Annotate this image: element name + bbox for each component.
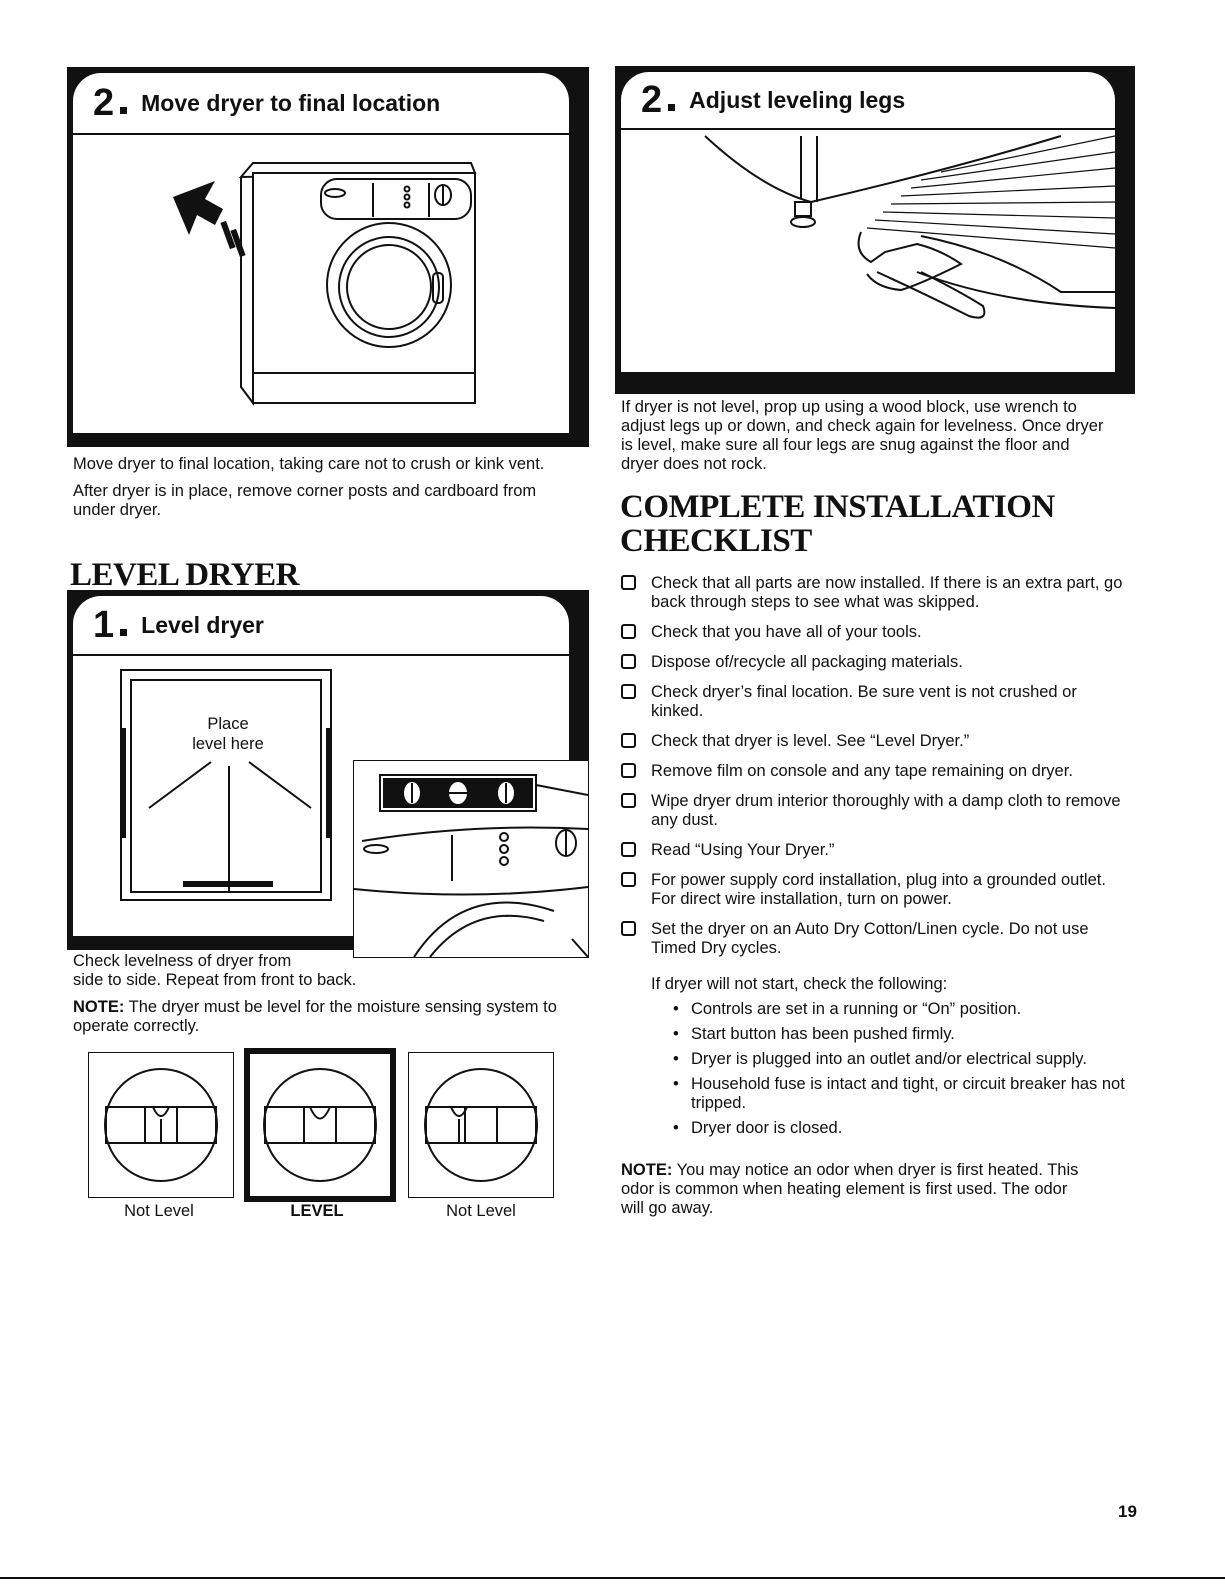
level-dryer-step-header: 1 Level dryer [73, 596, 569, 656]
checkbox-icon[interactable] [621, 793, 636, 808]
checklist-item: Dispose of/recycle all packaging materia… [621, 653, 1131, 672]
bubble-vial-icon [424, 1068, 538, 1182]
checklist-heading-line-1: COMPLETE INSTALLATION [620, 489, 1055, 525]
note-label: NOTE: [73, 998, 125, 1016]
level-on-console-inset [353, 760, 589, 958]
checkbox-icon[interactable] [621, 684, 636, 699]
checklist-item: For power supply cord installation, plug… [621, 871, 1131, 909]
checklist-item-text: Check that dryer is level. See “Level Dr… [651, 732, 970, 750]
checklist-heading-line-2: CHECKLIST [620, 523, 812, 559]
step-dot [668, 103, 676, 111]
step-title: Move dryer to final location [141, 89, 441, 116]
not-start-item: Household fuse is intact and tight, or c… [673, 1075, 1153, 1113]
checkbox-icon[interactable] [621, 842, 636, 857]
bubble-label-not-level-left: Not Level [124, 1202, 194, 1220]
level-dryer-heading: LEVEL DRYER [70, 557, 299, 593]
adjust-legs-step-header: 2 Adjust leveling legs [621, 72, 1115, 130]
page-number: 19 [1118, 1502, 1137, 1521]
step-title: Level dryer [141, 611, 264, 638]
checklist-item-text: Check that all parts are now installed. … [651, 574, 1123, 611]
bubble-vial-icon [104, 1068, 218, 1182]
step-title: Adjust leveling legs [689, 86, 906, 113]
adjust-legs-text: If dryer is not level, prop up using a w… [621, 398, 1104, 473]
note-text: The dryer must be level for the moisture… [73, 998, 557, 1035]
checklist-item-text: Wipe dryer drum interior thoroughly with… [651, 792, 1121, 829]
checklist-item-text: For power supply cord installation, plug… [651, 871, 1106, 908]
checklist-item-text: Check dryer’s final location. Be sure ve… [651, 683, 1077, 720]
checkbox-icon[interactable] [621, 921, 636, 936]
checklist-item-text: Remove film on console and any tape rema… [651, 762, 1073, 780]
checkbox-icon[interactable] [621, 654, 636, 669]
note-text: You may notice an odor when dryer is fir… [621, 1161, 1079, 1217]
level-note: NOTE: The dryer must be level for the mo… [73, 998, 563, 1036]
not-start-item: Dryer door is closed. [673, 1119, 1153, 1138]
move-dryer-paragraph-2: After dryer is in place, remove corner p… [73, 482, 537, 519]
bubble-not-level-left [88, 1052, 234, 1198]
checklist-item: Check that dryer is level. See “Level Dr… [621, 732, 1131, 751]
move-dryer-text: Move dryer to final location, taking car… [73, 455, 563, 528]
checklist-heading: COMPLETE INSTALLATION CHECKLIST [620, 490, 1055, 558]
checklist-item: Remove film on console and any tape rema… [621, 762, 1131, 781]
bubble-not-level-right [408, 1052, 554, 1198]
move-dryer-step-header: 2 Move dryer to final location [73, 73, 569, 135]
checkbox-icon[interactable] [621, 575, 636, 590]
checklist-item-text: Dispose of/recycle all packaging materia… [651, 653, 963, 671]
bubble-label-not-level-right: Not Level [446, 1202, 516, 1220]
checklist-item: Read “Using Your Dryer.” [621, 841, 1131, 860]
move-left-arrow-icon [173, 181, 246, 258]
move-dryer-paragraph-1: Move dryer to final location, taking car… [73, 455, 545, 473]
place-label-line-1: Place [207, 715, 249, 733]
bottom-rule [0, 1577, 1225, 1579]
checklist-item: Check that all parts are now installed. … [621, 574, 1131, 612]
not-start-item: Controls are set in a running or “On” po… [673, 1000, 1153, 1019]
note-label: NOTE: [621, 1161, 673, 1179]
wrench-leg-illustration [704, 135, 1115, 319]
bubble-label-level: LEVEL [290, 1202, 344, 1220]
level-caption-line-2: side to side. Repeat from front to back. [73, 971, 357, 989]
installation-checklist: Check that all parts are now installed. … [621, 574, 1131, 969]
step-dot [120, 106, 128, 114]
checklist-item: Check that you have all of your tools. [621, 623, 1131, 642]
checkbox-icon[interactable] [621, 872, 636, 887]
checkbox-icon[interactable] [621, 763, 636, 778]
move-dryer-step-box: 2 Move dryer to final location [67, 67, 589, 447]
checklist-item-text: Read “Using Your Dryer.” [651, 841, 835, 859]
dryer-top-view-illustration [120, 669, 332, 901]
place-label-line-2: level here [192, 735, 264, 753]
step-dot [120, 628, 128, 636]
place-level-label: Place level here [163, 714, 293, 754]
dryer-move-illustration [173, 162, 477, 406]
step-number: 2 [641, 78, 663, 121]
bubble-level [244, 1048, 396, 1202]
checklist-item-text: Set the dryer on an Auto Dry Cotton/Line… [651, 920, 1089, 957]
bubble-vial-icon [263, 1068, 377, 1182]
checkbox-icon[interactable] [621, 624, 636, 639]
checkbox-icon[interactable] [621, 733, 636, 748]
not-start-list: Controls are set in a running or “On” po… [633, 1000, 1153, 1144]
checklist-item: Set the dryer on an Auto Dry Cotton/Line… [621, 920, 1131, 958]
adjust-legs-step-box: 2 Adjust leveling legs [615, 66, 1135, 394]
level-on-console-illustration [353, 774, 589, 958]
step-number: 2 [93, 81, 115, 124]
checklist-item: Wipe dryer drum interior thoroughly with… [621, 792, 1131, 830]
not-start-item: Dryer is plugged into an outlet and/or e… [673, 1050, 1153, 1069]
level-caption-line-1: Check levelness of dryer from [73, 952, 292, 970]
not-start-item: Start button has been pushed firmly. [673, 1025, 1153, 1044]
level-dryer-step-box: 1 Level dryer Place level here [67, 590, 589, 950]
checklist-item: Check dryer’s final location. Be sure ve… [621, 683, 1131, 721]
not-start-intro: If dryer will not start, check the follo… [651, 975, 948, 993]
step-number: 1 [93, 603, 115, 646]
odor-note: NOTE: You may notice an odor when dryer … [621, 1161, 1091, 1218]
checklist-item-text: Check that you have all of your tools. [651, 623, 922, 641]
level-dryer-caption: Check levelness of dryer from side to si… [73, 952, 563, 1036]
